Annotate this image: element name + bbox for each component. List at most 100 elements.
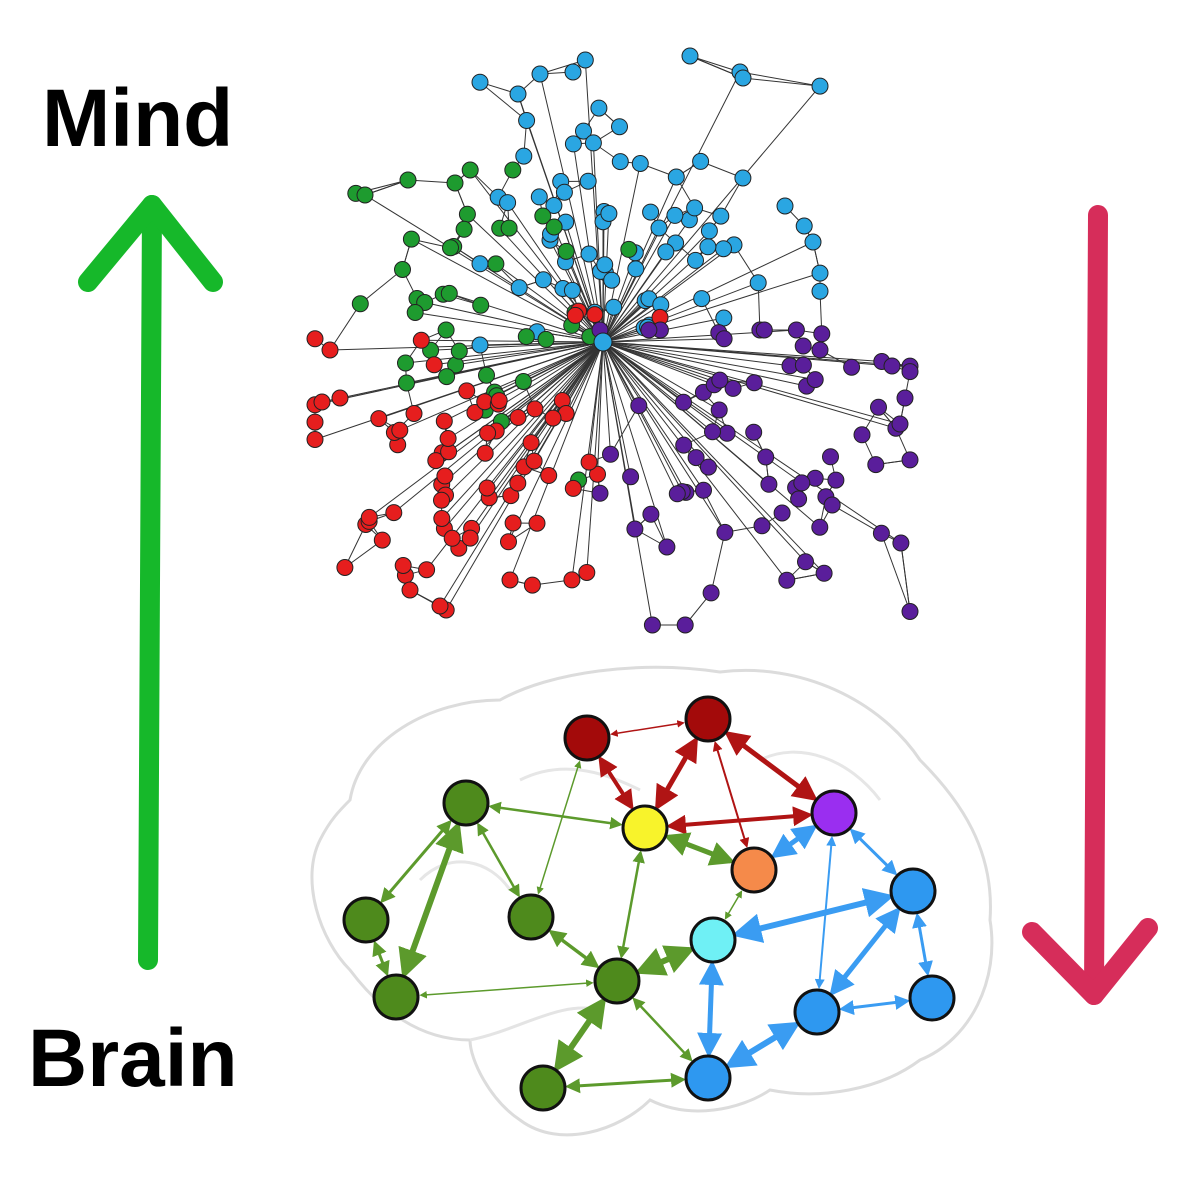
brain-edge: [912, 912, 933, 977]
mind-node: [306, 431, 324, 448]
mind-node: [478, 366, 495, 384]
mind-node: [745, 374, 763, 392]
mind-node: [631, 155, 649, 172]
mind-node: [564, 135, 582, 153]
mind-node: [823, 496, 841, 514]
mind-node: [458, 382, 476, 400]
mind-node: [427, 452, 445, 470]
mind-node: [711, 371, 729, 389]
mind-node: [461, 529, 479, 547]
mind-node: [591, 484, 609, 502]
mind-node: [401, 581, 419, 599]
mind-node: [446, 174, 464, 192]
brain-network: [342, 695, 956, 1112]
mind-edge: [499, 227, 604, 343]
mind-node: [515, 147, 533, 165]
mind-node: [586, 306, 604, 324]
mind-node: [398, 374, 415, 392]
brain-node: [793, 988, 841, 1036]
brain-edge: [398, 820, 464, 980]
mind-node: [566, 306, 584, 324]
mind-node: [853, 426, 871, 444]
mind-node: [433, 491, 450, 509]
mind-node: [760, 475, 778, 493]
mind-edge: [602, 341, 611, 455]
mind-edge: [507, 202, 604, 343]
mind-node: [557, 242, 575, 260]
mind-node: [811, 282, 829, 300]
mind-node: [811, 341, 829, 359]
mind-edge: [415, 312, 604, 343]
mind-node: [472, 296, 490, 314]
mind-node: [811, 518, 829, 536]
mind-node: [675, 393, 692, 411]
mind-node: [545, 197, 563, 214]
mind-node: [530, 188, 548, 206]
mind-node: [603, 271, 621, 289]
arrow-up-icon: [78, 195, 223, 970]
brain-edge: [829, 906, 901, 997]
mind-label: Mind: [42, 73, 234, 164]
mind-node: [896, 389, 914, 407]
mind-node: [360, 508, 378, 526]
mind-edge: [479, 81, 527, 121]
mind-edge: [602, 341, 683, 492]
mind-node: [797, 553, 814, 571]
mind-node: [811, 77, 829, 95]
mind-edge: [602, 341, 713, 433]
mind-node: [518, 112, 536, 129]
brain-node: [519, 1064, 567, 1112]
mind-node: [794, 337, 812, 355]
mind-node: [901, 603, 919, 620]
brain-edge: [548, 929, 600, 969]
mind-node: [620, 240, 638, 258]
mind-node: [525, 452, 543, 470]
mind-node: [757, 448, 775, 466]
mind-node: [563, 571, 581, 589]
mind-node: [718, 424, 736, 442]
mind-node: [627, 260, 645, 278]
mind-node: [622, 468, 640, 486]
mind-node: [534, 271, 552, 289]
brain-node: [563, 714, 611, 762]
brain-edge: [632, 997, 693, 1062]
mind-node: [528, 514, 546, 532]
mind-node: [526, 400, 544, 418]
mind-edge: [710, 532, 726, 594]
mind-node: [693, 290, 711, 308]
mind-edge: [602, 230, 710, 343]
mind-node: [455, 220, 473, 238]
mind-node: [563, 281, 581, 299]
mind-node: [650, 219, 668, 237]
mind-node: [397, 354, 414, 372]
mind-edge: [495, 263, 604, 343]
mind-edge: [588, 341, 604, 463]
mind-node: [793, 474, 811, 492]
brain-edge: [849, 828, 898, 876]
mind-node: [867, 456, 885, 474]
mind-node: [504, 514, 522, 532]
mind-node: [522, 434, 540, 452]
brain-edge: [724, 1021, 801, 1069]
mind-node: [450, 342, 468, 360]
mind-node: [555, 183, 573, 201]
mind-node: [471, 255, 489, 273]
mind-edge: [329, 303, 361, 351]
mind-node: [755, 321, 773, 339]
brain-node: [684, 695, 732, 743]
mind-edge: [602, 341, 791, 367]
mind-node: [425, 356, 443, 374]
mind-node: [794, 356, 812, 374]
mind-node: [710, 401, 728, 419]
mind-node: [715, 309, 733, 327]
mind-node: [306, 330, 324, 348]
mind-node: [695, 481, 712, 499]
brain-node: [689, 916, 737, 964]
brain-edge: [536, 760, 582, 895]
mind-edge: [602, 251, 667, 343]
mind-node: [405, 405, 423, 422]
mind-node: [806, 371, 824, 389]
mind-node: [715, 330, 733, 348]
mind-node: [776, 197, 794, 215]
mind-node: [479, 424, 497, 442]
